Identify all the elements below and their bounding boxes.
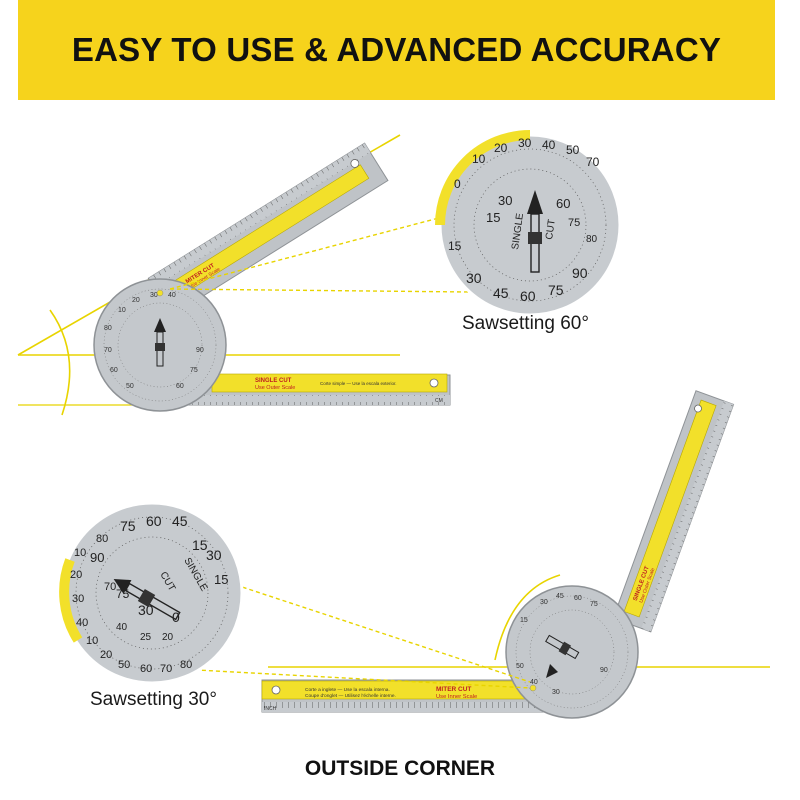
svg-text:70: 70 xyxy=(104,581,116,593)
svg-text:0: 0 xyxy=(172,609,180,625)
svg-text:30: 30 xyxy=(138,602,154,618)
bottom-protractor: SINGLE CUT Use Outer Scale Corte a ingle… xyxy=(261,390,770,719)
svg-text:20: 20 xyxy=(70,569,82,581)
svg-text:60: 60 xyxy=(146,513,162,529)
svg-text:15: 15 xyxy=(520,617,528,624)
protractor-illustration: MITER CUT Use Inner Scale SINGLE CUT Use… xyxy=(17,130,770,719)
svg-text:30: 30 xyxy=(72,593,84,605)
header-banner: EASY TO USE & ADVANCED ACCURACY xyxy=(18,0,775,100)
svg-text:45: 45 xyxy=(556,593,564,600)
svg-text:60: 60 xyxy=(520,288,536,304)
svg-text:0: 0 xyxy=(454,177,461,191)
svg-text:45: 45 xyxy=(172,513,188,529)
svg-text:30: 30 xyxy=(498,193,512,208)
caption-sawsetting-30: Sawsetting 30° xyxy=(90,689,217,710)
svg-text:80: 80 xyxy=(180,659,192,671)
arm-label: Use Outer Scale xyxy=(255,385,295,391)
zoom-line xyxy=(169,288,471,293)
dial-label-single: SINGLE xyxy=(510,212,526,250)
svg-text:90: 90 xyxy=(90,550,104,565)
svg-text:10: 10 xyxy=(118,307,126,314)
svg-text:75: 75 xyxy=(548,282,564,298)
svg-text:15: 15 xyxy=(214,572,228,587)
svg-text:15: 15 xyxy=(192,537,208,553)
dial xyxy=(505,585,639,719)
svg-text:75: 75 xyxy=(190,367,198,374)
svg-text:80: 80 xyxy=(96,533,108,545)
svg-text:20: 20 xyxy=(162,632,174,643)
svg-text:30: 30 xyxy=(466,270,482,286)
svg-text:70: 70 xyxy=(160,663,172,675)
svg-text:40: 40 xyxy=(76,617,88,629)
arm-note: Corte simple — Use la escala exterior. xyxy=(320,381,397,386)
svg-text:25: 25 xyxy=(140,632,152,643)
banner-title: EASY TO USE & ADVANCED ACCURACY xyxy=(71,31,722,68)
zoom-circle-60: 10 20 30 40 50 70 0 15 30 45 60 75 90 15… xyxy=(435,130,622,317)
svg-text:10: 10 xyxy=(74,547,86,559)
arm-label: MITER CUT xyxy=(436,686,471,693)
svg-text:60: 60 xyxy=(110,367,118,374)
svg-text:30: 30 xyxy=(540,599,548,606)
zoom-line xyxy=(235,584,531,683)
caption-sawsetting-60: Sawsetting 60° xyxy=(462,313,589,334)
svg-text:30: 30 xyxy=(518,136,532,150)
top-protractor: MITER CUT Use Inner Scale SINGLE CUT Use… xyxy=(17,134,451,416)
footer-title: OUTSIDE CORNER xyxy=(304,757,496,780)
svg-text:50: 50 xyxy=(566,143,580,157)
svg-text:10: 10 xyxy=(86,635,98,647)
svg-text:75: 75 xyxy=(120,518,136,534)
arm-label: Use Inner Scale xyxy=(436,694,477,700)
arm-note: Coupe d'onglet — Utilisez l'échelle inte… xyxy=(305,693,396,699)
inch-label: INCH xyxy=(264,706,277,712)
svg-text:70: 70 xyxy=(586,155,600,169)
svg-text:40: 40 xyxy=(168,292,176,299)
svg-text:30: 30 xyxy=(206,547,222,563)
arm-note: Corte a inglete — Use la escala interna. xyxy=(305,687,390,693)
svg-text:30: 30 xyxy=(150,292,158,299)
svg-text:90: 90 xyxy=(572,265,588,281)
svg-text:60: 60 xyxy=(176,383,184,390)
zoom-circle-30: 75 60 45 80 90 10 20 30 40 10 20 50 60 7… xyxy=(59,501,244,685)
svg-text:90: 90 xyxy=(600,667,608,674)
svg-text:15: 15 xyxy=(448,239,462,253)
dial-label-cut: CUT xyxy=(544,219,558,241)
svg-text:10: 10 xyxy=(472,152,486,166)
svg-text:50: 50 xyxy=(126,383,134,390)
svg-text:30: 30 xyxy=(552,689,560,696)
svg-text:40: 40 xyxy=(116,622,128,633)
svg-text:75: 75 xyxy=(568,217,580,229)
svg-text:75: 75 xyxy=(590,601,598,608)
svg-text:40: 40 xyxy=(542,138,556,152)
svg-text:45: 45 xyxy=(493,285,509,301)
angle-arc xyxy=(494,574,561,661)
cm-label: CM xyxy=(435,398,443,404)
svg-text:40: 40 xyxy=(530,679,538,686)
svg-text:90: 90 xyxy=(196,347,204,354)
svg-text:20: 20 xyxy=(100,649,112,661)
svg-text:60: 60 xyxy=(574,595,582,602)
zoom-line xyxy=(159,667,531,689)
svg-text:60: 60 xyxy=(556,196,570,211)
svg-text:50: 50 xyxy=(118,659,130,671)
svg-text:70: 70 xyxy=(104,347,112,354)
svg-text:20: 20 xyxy=(494,141,508,155)
svg-text:50: 50 xyxy=(516,663,524,670)
svg-text:15: 15 xyxy=(486,210,500,225)
zoom-line xyxy=(169,214,451,290)
svg-text:80: 80 xyxy=(586,234,598,245)
svg-text:20: 20 xyxy=(132,297,140,304)
angle-arc xyxy=(49,309,71,416)
svg-text:80: 80 xyxy=(104,325,112,332)
arm-label: SINGLE CUT xyxy=(255,378,292,384)
svg-text:60: 60 xyxy=(140,663,152,675)
